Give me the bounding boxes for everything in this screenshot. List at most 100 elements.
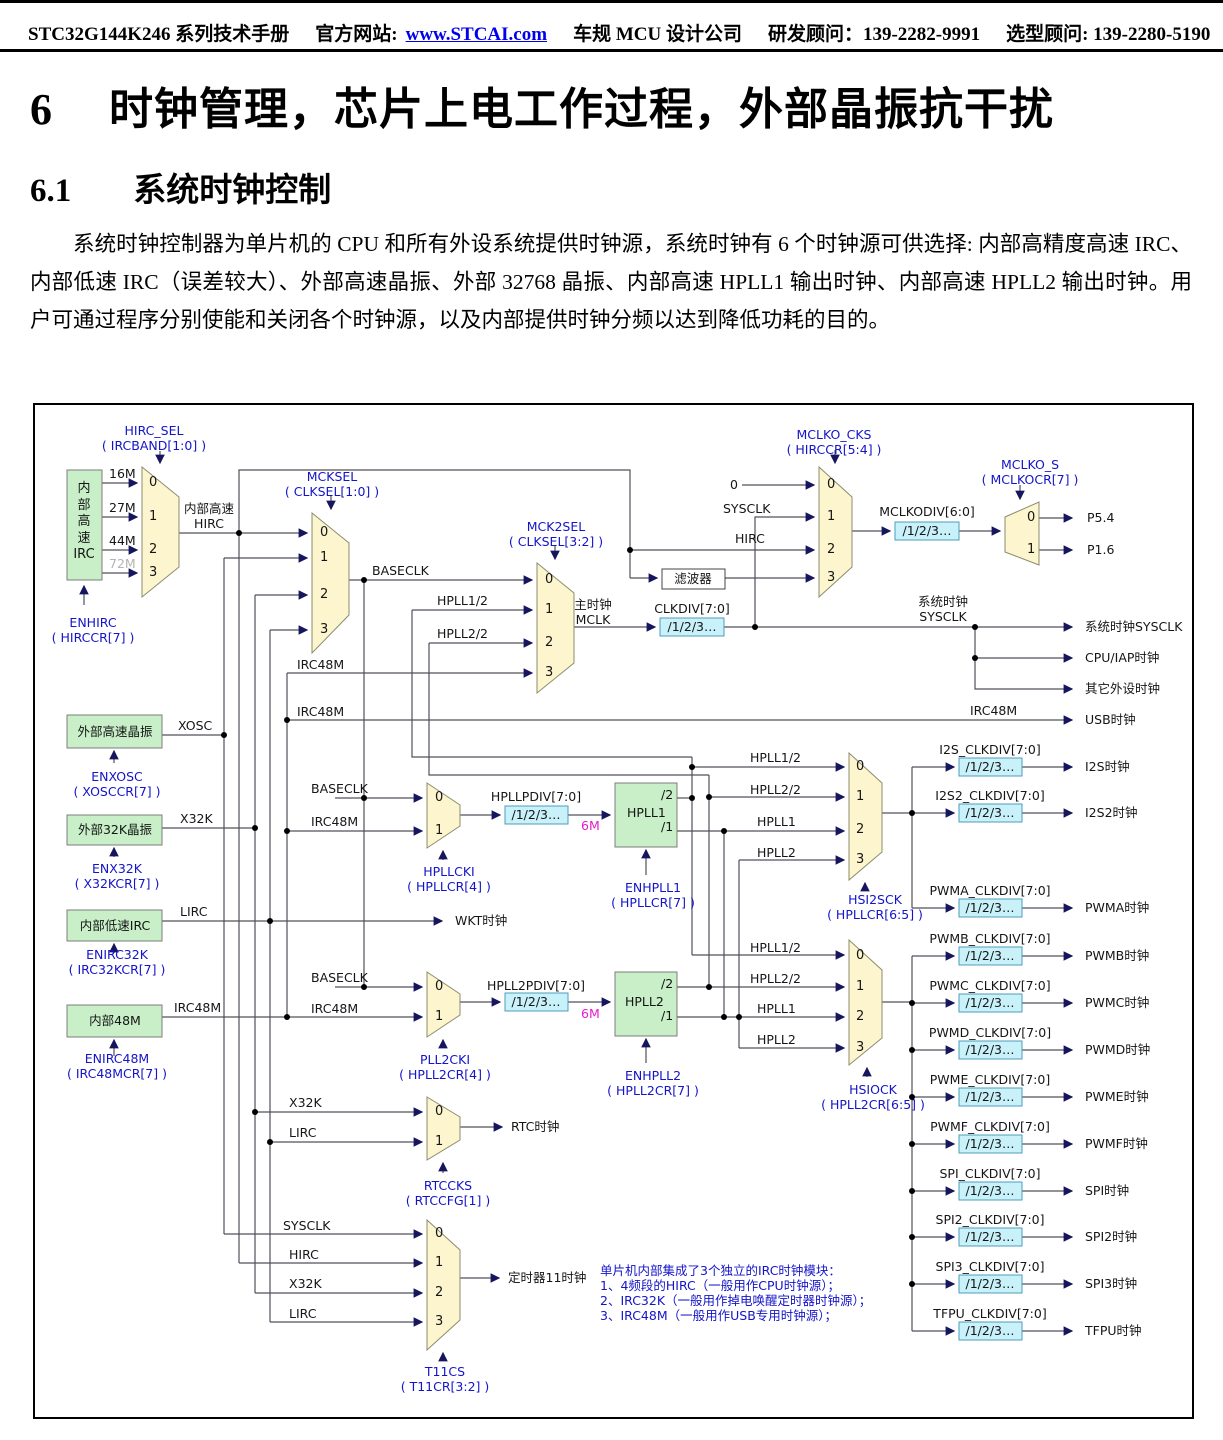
clock-output: PWMB时钟: [1085, 948, 1150, 963]
divider-value: /1/2/3…: [965, 1136, 1015, 1151]
xosc-label: XOSC: [178, 718, 213, 733]
divider-label: PWMA_CLKDIV[7:0]: [929, 883, 1051, 898]
pwma-div-box: [958, 898, 1023, 918]
freq-27m: 27M: [109, 500, 136, 515]
out-usb: USB时钟: [1085, 712, 1136, 727]
hirc-sel-mux-port-2: 2: [149, 542, 158, 557]
hpll2-div2: /2: [661, 976, 674, 991]
hirc-sel-mux-shape: [141, 465, 180, 599]
mclko-cks-label: MCLKO_CKS ( HIRCCR[5:4] ): [786, 427, 882, 457]
rtccks-mux-port-1: 1: [435, 1134, 444, 1149]
clkdiv-value: /1/2/3…: [667, 619, 717, 634]
lirc-t11: LIRC: [289, 1306, 317, 1321]
hsi2sck-mux-port-3: 3: [856, 852, 865, 867]
clock-output: SPI2时钟: [1085, 1229, 1138, 1244]
hpll2pdiv-value: /1/2/3…: [511, 994, 561, 1009]
filter-block: [661, 568, 726, 590]
chapter-number: 6: [30, 85, 53, 134]
diagram-graphics: [66, 450, 1074, 1362]
p16-label: P1.6: [1087, 542, 1115, 557]
rd-contact: 研发顾问：139-2282-9991: [767, 24, 981, 45]
out-timer11: 定时器11时钟: [508, 1270, 587, 1285]
freq-44m: 44M: [109, 533, 136, 548]
hirc-block: [66, 469, 103, 581]
hpll1-ref-6m: 6M: [581, 818, 600, 833]
divider-label: I2S2_CLKDIV[7:0]: [935, 788, 1045, 803]
manual-title: STC32G144K246 系列技术手册: [28, 24, 290, 45]
mclko-cks-mux-shape: [818, 465, 853, 599]
mcksel-label: MCKSEL ( CLKSEL[1:0] ): [284, 469, 380, 499]
mclko-cks-mux-port-1: 1: [827, 509, 836, 524]
site-link[interactable]: www.STCAI.com: [405, 24, 548, 45]
clock-output: PWMA时钟: [1085, 900, 1150, 915]
freq-72m: 72M: [109, 556, 136, 571]
divider-value: /1/2/3…: [965, 1229, 1015, 1244]
mck2sel-mux-port-0: 0: [545, 572, 554, 587]
mck2sel-label: MCK2SEL ( CLKSEL[3:2] ): [508, 519, 604, 549]
clkdiv-label: CLKDIV[7:0]: [654, 601, 730, 616]
hirc-out-label: 内部高速 HIRC: [183, 501, 235, 531]
clock-output: I2S时钟: [1085, 759, 1130, 774]
x32k-block: [66, 814, 163, 846]
hpllpdiv-value: /1/2/3…: [511, 807, 561, 822]
hsiock-mux-port-3: 3: [856, 1040, 865, 1055]
hirc-fb-label: HIRC: [735, 531, 765, 546]
mclk-label: 主时钟 MCLK: [574, 597, 612, 627]
divider-value: /1/2/3…: [965, 900, 1015, 915]
clock-tree-diagram: HIRC_SEL ( IRCBAND[1:0] )MCKSEL ( CLKSEL…: [33, 403, 1194, 1419]
hpll1-div2: /2: [661, 787, 674, 802]
hpll1-name: HPLL1: [627, 805, 666, 820]
hpll2-2-mck2: HPLL2/2: [437, 626, 488, 641]
hpll1-2-i2s: HPLL1/2: [750, 750, 801, 765]
hpll2-i2s: HPLL2: [757, 845, 796, 860]
pll2cki-mux-port-1: 1: [435, 1009, 444, 1024]
diagram-blocks: [66, 465, 1040, 1352]
hsiock-mux-port-0: 0: [856, 948, 865, 963]
mclko-s-mux-port-0: 0: [1027, 510, 1036, 525]
out-wkt: WKT时钟: [455, 913, 508, 928]
enhirc-label: ENHIRC ( HIRCCR[7] ): [51, 615, 135, 645]
divider-label: SPI2_CLKDIV[7:0]: [935, 1212, 1045, 1227]
hpll2-io: HPLL2: [757, 1032, 796, 1047]
clock-output: SPI3时钟: [1085, 1276, 1138, 1291]
xosc-block: [66, 714, 163, 749]
mclko-s-mux-shape: [1004, 501, 1040, 566]
site-label: 官方网站:: [315, 24, 398, 45]
divider-label: PWMF_CLKDIV[7:0]: [930, 1119, 1050, 1134]
hsi2sck-mux-port-2: 2: [856, 822, 865, 837]
rtccks-mux-port-0: 0: [435, 1104, 444, 1119]
hsi2sck-mux-shape: [848, 751, 883, 882]
hsiock-label: HSIOCK ( HPLL2CR[6:5] ): [821, 1082, 925, 1112]
out-sysclk: 系统时钟SYSCLK: [1085, 619, 1183, 634]
hpll2-2-io: HPLL2/2: [750, 971, 801, 986]
mclko-s-label: MCLKO_S ( MCLKOCR[7] ): [981, 457, 1079, 487]
hsi2sck-label: HSI2SCK ( HPLLCR[6:5] ): [827, 892, 923, 922]
tfpu-div-box: [958, 1321, 1023, 1341]
mclko-cks-mux-port-0: 0: [827, 477, 836, 492]
mcksel-mux-port-2: 2: [320, 587, 329, 602]
clock-output: PWME时钟: [1085, 1089, 1149, 1104]
hpll1-div1: /1: [661, 819, 674, 834]
irc48m-block: [66, 1004, 163, 1038]
hsi2sck-mux-port-1: 1: [856, 789, 865, 804]
divider-label: PWMB_CLKDIV[7:0]: [929, 931, 1051, 946]
hirc-sel-mux-port-3: 3: [149, 565, 158, 580]
hpllcki-mux-port-1: 1: [435, 823, 444, 838]
hpllpdiv-label: HPLLPDIV[7:0]: [490, 789, 582, 804]
sysclk-t11: SYSCLK: [283, 1218, 331, 1233]
mcksel-mux-port-1: 1: [320, 550, 329, 565]
baseclk-hpll1: BASECLK: [311, 781, 368, 796]
clock-output: PWMC时钟: [1085, 995, 1150, 1010]
x32k-t11: X32K: [289, 1276, 322, 1291]
mck2sel-mux-shape: [536, 561, 575, 695]
mclko-cks-mux-port-2: 2: [827, 542, 836, 557]
mcksel-mux-port-3: 3: [320, 622, 329, 637]
hirc-sel-mux-port-1: 1: [149, 509, 158, 524]
src-hirc-box: 内 部 高 速 IRC: [73, 481, 95, 562]
divider-value: /1/2/3…: [965, 995, 1015, 1010]
x32k-rtc: X32K: [289, 1095, 322, 1110]
irc48m-hpll2: IRC48M: [311, 1001, 359, 1016]
junction-dots: [221, 530, 978, 1287]
irc48m-mck2-in3: IRC48M: [297, 657, 345, 672]
irc-notes: 单片机内部集成了3个独立的IRC时钟模块： 1、4频段的HIRC（一般用作CPU…: [600, 1263, 872, 1323]
